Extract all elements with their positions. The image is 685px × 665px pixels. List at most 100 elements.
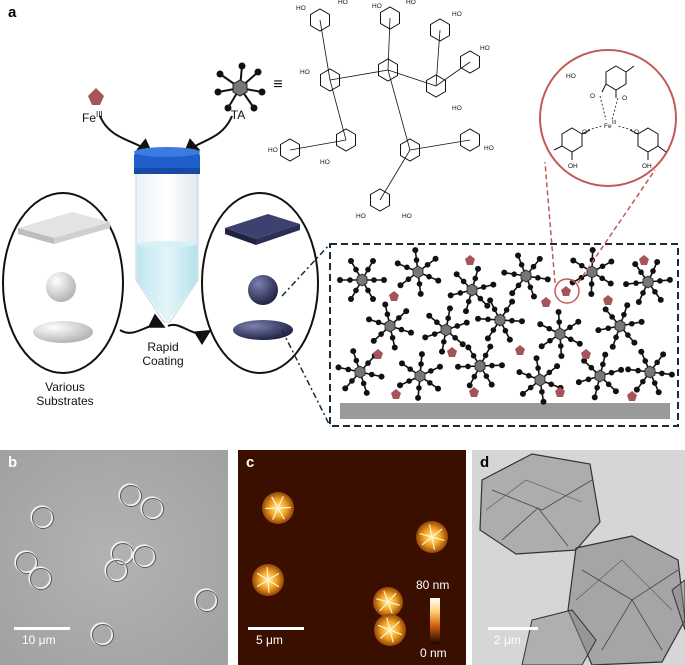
hydroxyl-label: HO (452, 105, 462, 112)
capsule (104, 558, 128, 582)
panel-a-drawing: Fe III HO O O O O OH OH HO HO HO HO HO HO HO HO… (2, 0, 679, 427)
fe-ion-marker (515, 345, 525, 355)
svg-text:O: O (634, 129, 639, 136)
tube-icon (134, 147, 200, 323)
capsule (14, 550, 38, 574)
benzene-ring (426, 74, 446, 98)
substrate-bar (340, 403, 670, 419)
benzene-ring (310, 8, 330, 32)
scale-bar-b (14, 627, 70, 630)
scale-bar-c (248, 627, 304, 630)
svg-text:OH: OH (568, 163, 578, 170)
coated-substrates-oval (201, 192, 319, 374)
hydroxyl-label: HO (338, 0, 348, 6)
hydroxyl-label: HO (402, 213, 412, 220)
hydroxyl-label: HO (452, 11, 462, 18)
benzene-ring (400, 138, 420, 162)
hydroxyl-label: HO (320, 159, 330, 166)
colorbar-min-label: 0 nm (420, 646, 447, 660)
rapid-coating-label: Rapid Coating (142, 340, 184, 368)
hydroxyl-label: HO (484, 145, 494, 152)
fe-ion-marker (373, 349, 383, 359)
ta-node (422, 305, 470, 355)
uncoated-substrates-oval (2, 192, 124, 374)
ta-node (335, 348, 385, 396)
hydroxyl-label: HO (372, 3, 382, 10)
capsule (30, 505, 54, 529)
ta-node (394, 247, 442, 297)
tube-in-arrow (119, 313, 166, 334)
capsule (28, 566, 52, 590)
ta-node (516, 355, 564, 405)
benzene-ring (460, 128, 480, 152)
hydroxyl-label: HO (300, 69, 310, 76)
benzene-ring (370, 188, 390, 212)
fe-ion-marker (603, 295, 613, 305)
ta-node (537, 309, 583, 359)
benzene-ring (430, 18, 450, 42)
complex-fe-label: Fe (604, 123, 612, 130)
fe-ion-marker (541, 297, 551, 307)
ta-node (595, 302, 645, 350)
benzene-ring (378, 58, 398, 82)
hydroxyl-label: HO (296, 5, 306, 12)
fe-ion-marker (627, 391, 637, 401)
fe-ion-marker (391, 389, 401, 399)
scale-label-b: 10 μm (22, 633, 56, 647)
coated-plate-icon (225, 214, 300, 239)
fe-ion-marker (561, 286, 571, 296)
ta-molecule-icon (214, 62, 266, 112)
capsule (194, 588, 218, 612)
network-zoom-box (329, 243, 679, 427)
fe-complex: Fe III HO O O O O OH OH (553, 65, 667, 170)
fe-marker-icon (88, 88, 104, 105)
ta-node (366, 301, 414, 351)
hydroxyl-label: HO (406, 0, 416, 6)
ta-node (623, 258, 673, 306)
plate-icon (18, 212, 110, 238)
coated-sphere-icon (248, 275, 278, 305)
ta-node (575, 351, 625, 401)
scale-label-d: 2 μm (494, 633, 521, 647)
fe-ion-marker (465, 255, 475, 265)
magnify-circle (539, 49, 677, 187)
panel-d-letter: d (480, 454, 490, 471)
ta-label: TA (230, 108, 246, 122)
scale-label-c: 5 μm (256, 633, 283, 647)
ta-node (569, 247, 615, 297)
scale-bar-d (488, 627, 538, 630)
tube-out-arrow (167, 323, 212, 346)
panel-c-letter: c (246, 454, 255, 471)
hydroxyl-label: HO (480, 45, 490, 52)
afm-colorbar (430, 598, 440, 644)
ta-node (337, 257, 387, 303)
panel-b: b 10 μm (0, 450, 228, 665)
benzene-ring (460, 50, 480, 74)
tem-capsule-1 (479, 453, 601, 555)
capsule (132, 544, 156, 568)
fe-ion-marker (581, 349, 591, 359)
benzene-ring (336, 128, 356, 152)
ta-node (501, 252, 551, 300)
svg-text:O: O (582, 129, 587, 136)
panel-c: c 80 nm 0 nm 5 μm (238, 450, 466, 665)
fe-ion-marker (639, 255, 649, 265)
panel-d: d 2 μm (472, 450, 685, 665)
panel-a-letter: a (8, 4, 17, 21)
svg-text:O: O (622, 95, 627, 102)
capsule (140, 496, 164, 520)
panel-a: a (2, 0, 679, 427)
capsule (118, 483, 142, 507)
fe-ion-marker (555, 387, 565, 397)
sphere-icon (46, 272, 76, 302)
coated-ellipsoid-icon (233, 320, 293, 340)
ta-fe-network (335, 247, 675, 405)
tem-capsule-3 (521, 609, 597, 665)
various-substrates-label: Various Substrates (36, 380, 94, 408)
magnify-target-circle (554, 278, 580, 304)
ta-node (397, 351, 443, 401)
svg-text:III: III (612, 120, 616, 126)
capsule (90, 622, 114, 646)
benzene-ring (380, 6, 400, 30)
ellipsoid-icon (33, 321, 93, 343)
